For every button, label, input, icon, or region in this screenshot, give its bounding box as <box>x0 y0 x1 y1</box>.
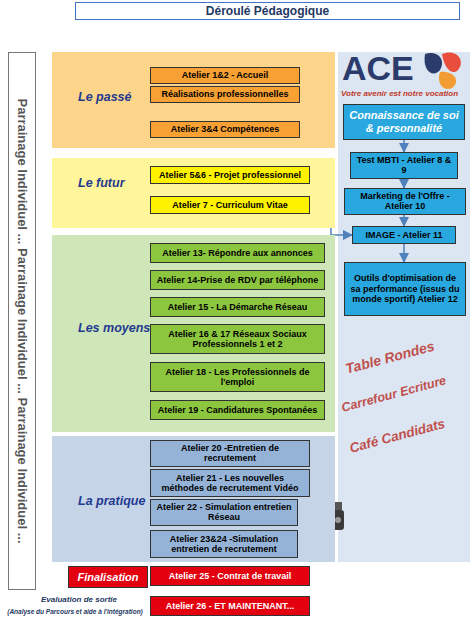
workshop-label: Atelier 5&6 - Projet professionnel <box>159 170 301 180</box>
workshop-box: IMAGE - Atelier 11 <box>352 226 456 244</box>
footer-note: Evaluation de sortie <box>4 596 154 605</box>
workshop-label: Atelier 1&2 - Accueil <box>182 70 269 80</box>
phase-label: Le passé <box>78 90 132 104</box>
phase-label: Le futur <box>78 176 125 190</box>
flow-arrow <box>403 215 405 226</box>
workshop-box: Outils d'optimisation de sa performance … <box>344 262 466 316</box>
logo-mark <box>425 52 461 89</box>
workshop-box: Connaissance de soi & personnalité <box>343 104 465 140</box>
workshop-box: Atelier 25 - Contrat de travail <box>150 566 310 586</box>
workshop-label: Outils d'optimisation de sa performance … <box>348 273 462 304</box>
workshop-label: Atelier 18 - Les Professionnels de l'emp… <box>154 367 321 388</box>
phase-band: La pratique Atelier 20 -Entretien de recr… <box>52 436 335 562</box>
phase-label: Les moyens <box>78 321 150 335</box>
side-note: Café Candidats <box>348 417 447 457</box>
tagline: Votre avenir est notre vocation <box>341 90 458 99</box>
workshop-label: Finalisation <box>77 571 138 584</box>
flow-arrow <box>403 244 405 262</box>
workshop-label: Atelier 7 - Curriculum Vitae <box>172 200 287 210</box>
workshop-label: Marketing de l'Offre - Atelier 10 <box>348 191 462 212</box>
workshop-label: Connaissance de soi & personnalité <box>347 109 461 134</box>
workshop-label: Réalisations professionnelles <box>161 89 288 99</box>
camera-button <box>335 517 341 523</box>
workshop-box: Marketing de l'Offre - Atelier 10 <box>344 188 466 215</box>
footer-note: (Analyse du Parcours et aide à l'intégra… <box>2 608 148 615</box>
workshop-label: Test MBTI - Atelier 8 & 9 <box>354 155 454 176</box>
workshop-label: Atelier 23&24 -Simulation entretien de r… <box>154 534 294 555</box>
workshop-box: Atelier 1&2 - Accueil <box>150 67 300 84</box>
side-note: Carrefour Ecriture <box>340 374 448 415</box>
workshop-box: Atelier 26 - ET MAINTENANT... <box>150 596 310 616</box>
workshop-label: Atelier 22 - Simulation entretien Réseau <box>154 502 294 523</box>
workshop-box: Atelier 14-Prise de RDV par téléphone <box>150 270 325 290</box>
workshop-label: Atelier 13- Répondre aux annonces <box>162 248 313 258</box>
workshop-label: Atelier 16 & 17 Réseaux Sociaux Professi… <box>154 329 321 350</box>
logo-petal <box>442 52 461 72</box>
sponsor-bar: Parrainage Individuel ... Parrainage Ind… <box>8 52 36 590</box>
workshop-box: Atelier 18 - Les Professionnels de l'emp… <box>150 362 325 392</box>
flow-arrow <box>403 140 405 152</box>
workshop-label: IMAGE - Atelier 11 <box>365 230 442 240</box>
side-note: Table Rondes <box>344 339 436 377</box>
workshop-box: Atelier 16 & 17 Réseaux Sociaux Professi… <box>150 324 325 354</box>
phase-band: Le futur Atelier 5&6 - Projet professionn… <box>52 158 335 228</box>
workshop-box: Atelier 22 - Simulation entretien Réseau <box>150 499 298 526</box>
logo-petal <box>425 53 443 73</box>
phase-label: La pratique <box>78 494 145 508</box>
workshop-box: Atelier 19 - Candidatures Spontanées <box>150 400 325 420</box>
workshop-box: Atelier 23&24 -Simulation entretien de r… <box>150 530 298 558</box>
diagram-title: Déroulé Pédagogique <box>75 2 460 20</box>
flow-arrow <box>403 179 405 188</box>
logo-text: ACE <box>342 50 414 87</box>
workshop-box: Atelier 5&6 - Projet professionnel <box>150 166 310 184</box>
workshop-label: Atelier 26 - ET MAINTENANT... <box>166 601 295 611</box>
workshop-box: Test MBTI - Atelier 8 & 9 <box>350 152 458 179</box>
workshop-label: Atelier 3&4 Compétences <box>171 124 280 134</box>
workshop-label: Atelier 14-Prise de RDV par téléphone <box>157 275 319 285</box>
workshop-box: Finalisation <box>68 566 148 588</box>
side-panel <box>338 52 470 562</box>
workshop-label: Atelier 20 -Entretien de recrutement <box>154 443 306 464</box>
workshop-box: Atelier 3&4 Compétences <box>150 121 300 138</box>
workshop-box: Atelier 13- Répondre aux annonces <box>150 243 325 263</box>
workshop-label: Atelier 15 - La Démarche Réseau <box>168 302 308 312</box>
workshop-box: Atelier 7 - Curriculum Vitae <box>150 196 310 214</box>
workshop-box: Atelier 20 -Entretien de recrutement <box>150 440 310 467</box>
phase-band: Le passé Atelier 1&2 - AccueilRéalisation… <box>52 52 335 148</box>
workshop-box: Atelier 21 - Les nouvelles méthodes de r… <box>150 469 310 497</box>
logo-petal <box>439 72 456 89</box>
workshop-label: Atelier 21 - Les nouvelles méthodes de r… <box>154 473 306 494</box>
phase-band: Les moyens Atelier 13- Répondre aux annon… <box>52 235 335 432</box>
workshop-box: Atelier 15 - La Démarche Réseau <box>150 297 325 317</box>
workshop-label: Atelier 19 - Candidatures Spontanées <box>158 405 318 415</box>
sponsor-text: Parrainage Individuel ... Parrainage Ind… <box>15 98 30 543</box>
workshop-label: Atelier 25 - Contrat de travail <box>169 571 292 581</box>
workshop-box: Réalisations professionnelles <box>150 86 300 103</box>
